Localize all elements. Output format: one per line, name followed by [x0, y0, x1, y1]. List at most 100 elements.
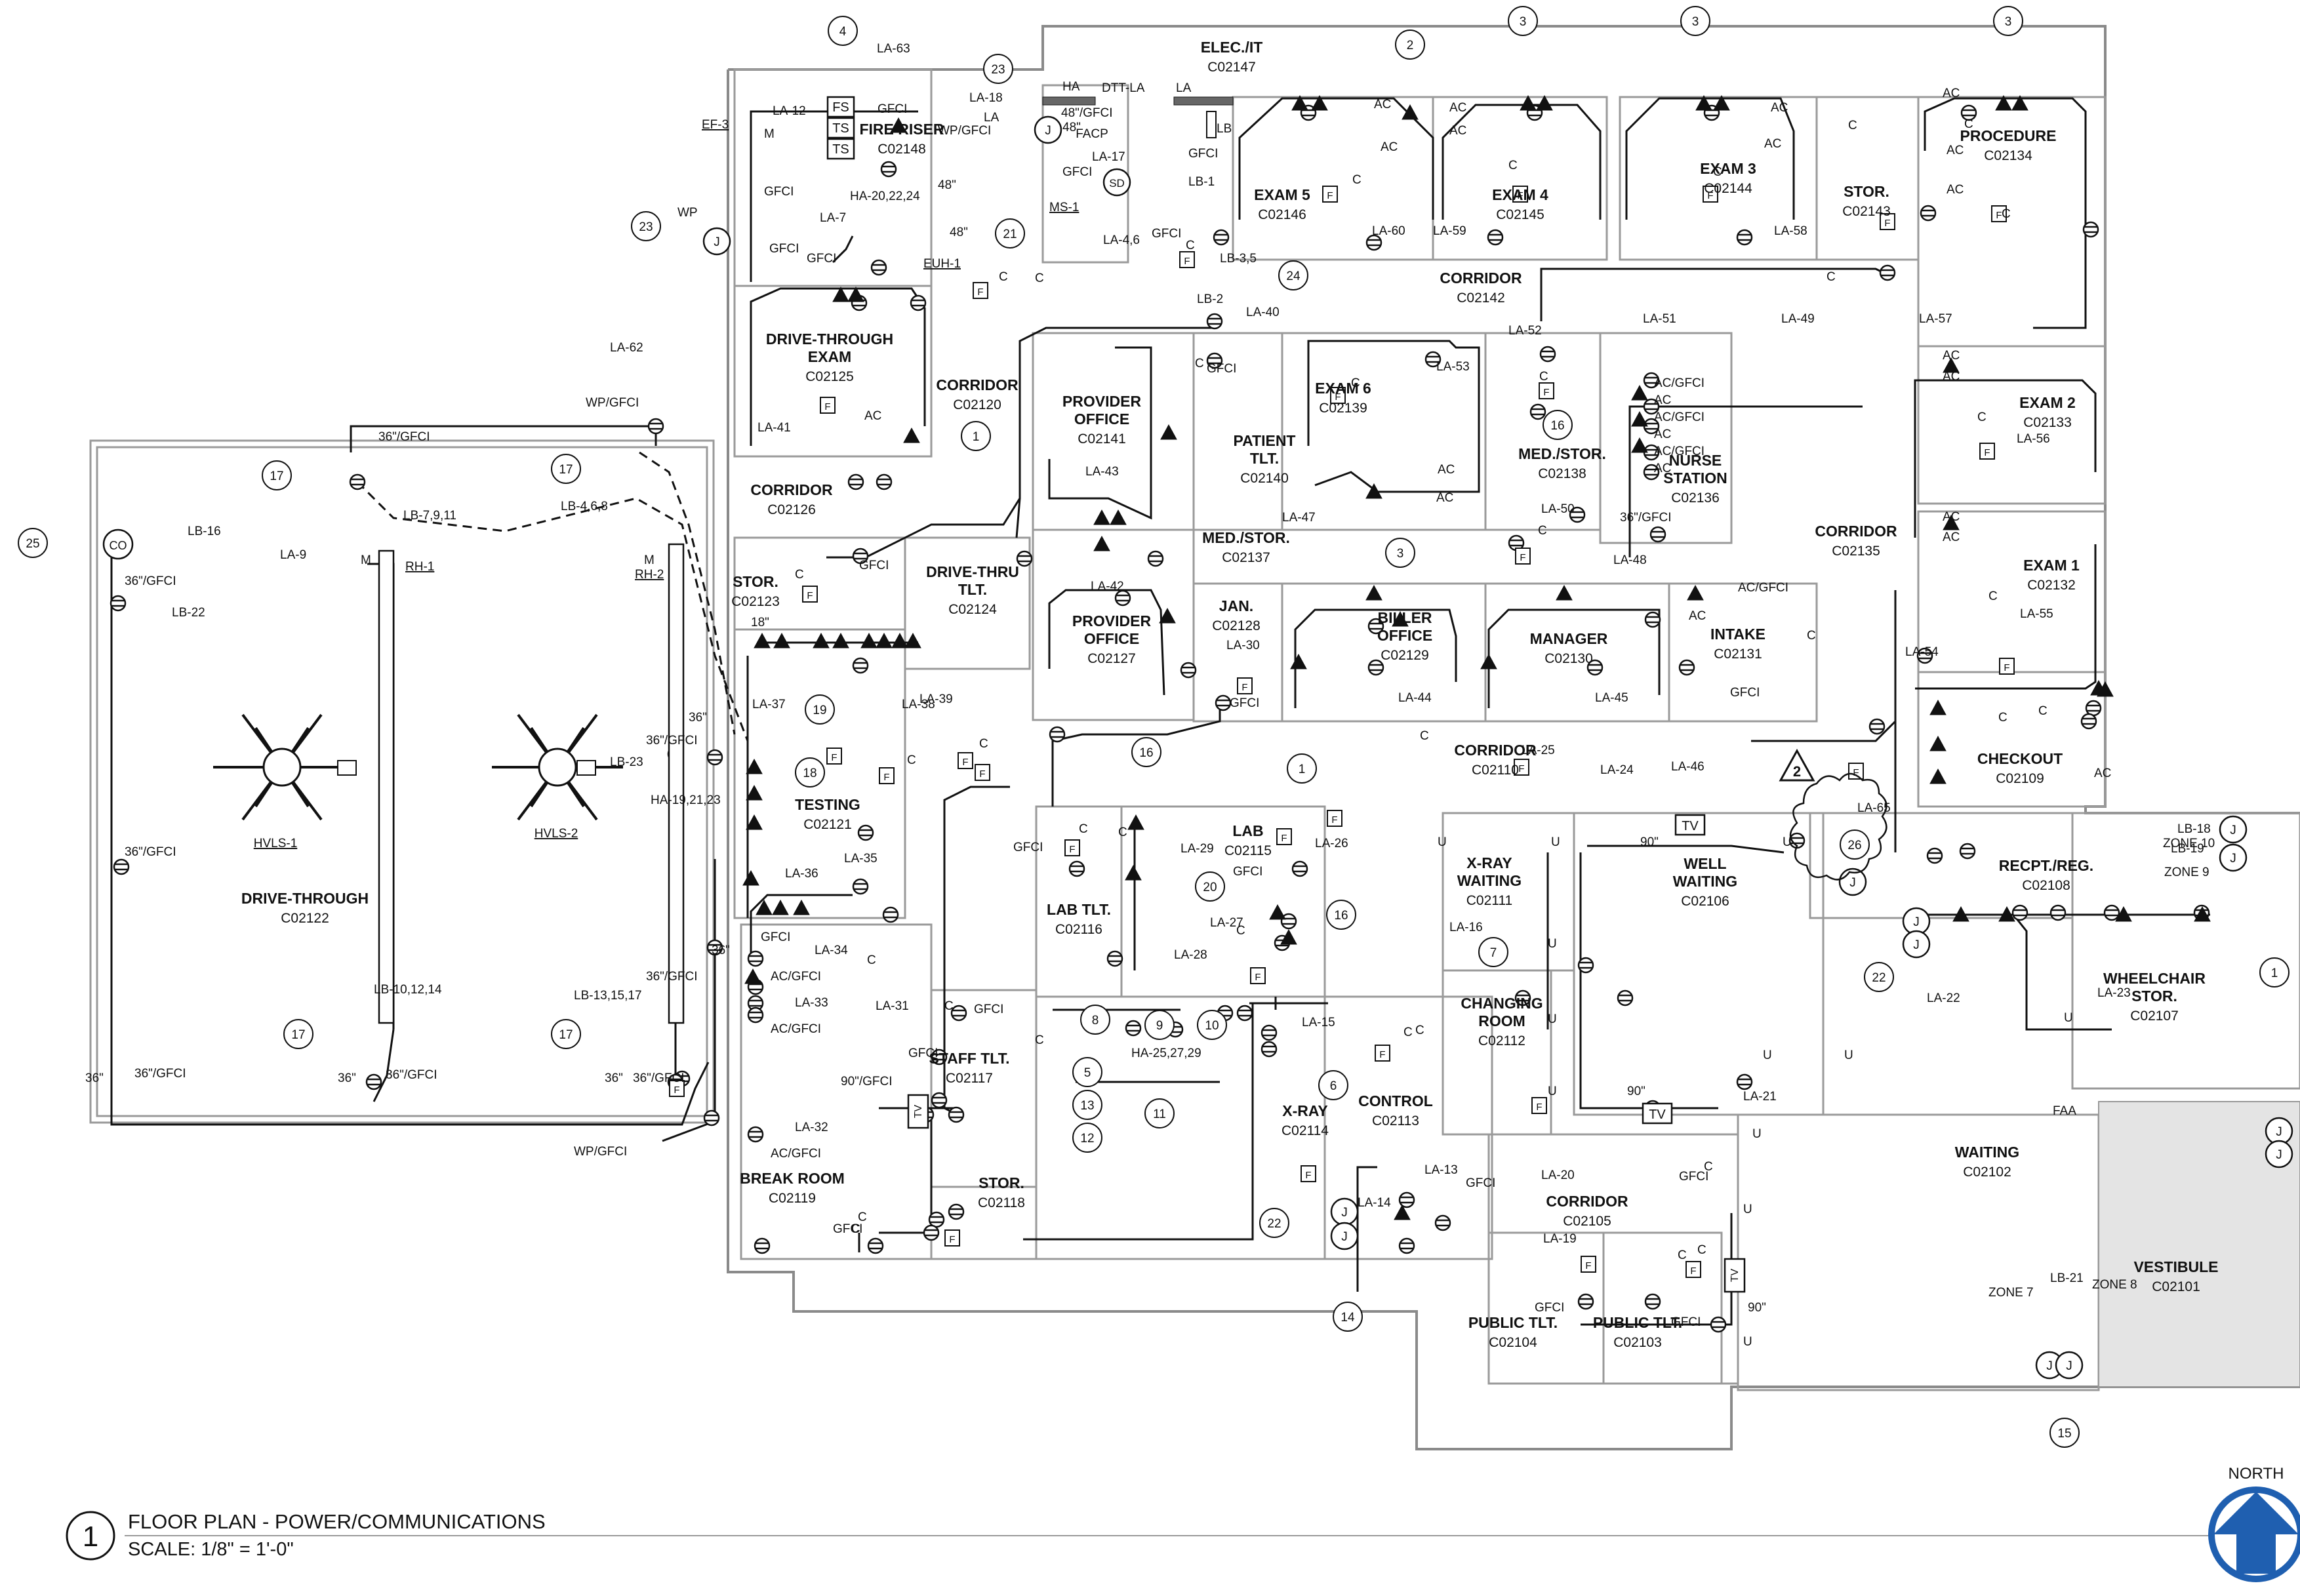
- data-outlet-icon: [746, 758, 763, 774]
- duplex-receptacle-icon: [1644, 611, 1661, 628]
- rh-1-tag: RH-1: [405, 560, 434, 574]
- room-name: TESTING: [795, 796, 860, 813]
- data-outlet-icon: [2090, 679, 2107, 696]
- duplex-receptacle-icon: [1016, 550, 1033, 567]
- junction-box-icon: J: [1034, 115, 1062, 144]
- data-outlet-icon: [1943, 357, 1960, 373]
- device-label: C: [1678, 1248, 1687, 1262]
- floor-box-icon: F: [1848, 763, 1864, 780]
- floor-box-icon: F: [958, 752, 973, 769]
- device-label: GFCI: [1730, 686, 1760, 700]
- keynote-bubble: 22: [1259, 1208, 1289, 1238]
- floor-box-icon: F: [826, 748, 842, 765]
- svg-text:CO: CO: [110, 539, 127, 552]
- dtt-la-tag: DTT-LA: [1102, 81, 1145, 95]
- duplex-receptacle-icon: [1424, 351, 1442, 368]
- duplex-receptacle-icon: [1514, 989, 1531, 1007]
- keynote-bubble: 1: [961, 421, 991, 451]
- ts-label-1: TS: [832, 121, 849, 136]
- room-name: ROOM: [1478, 1012, 1525, 1029]
- floor-box-icon: F: [1999, 658, 2015, 675]
- data-outlet-icon: [1402, 104, 1419, 120]
- room-number: C02126: [767, 502, 816, 517]
- device-label: GFCI: [1671, 1315, 1701, 1329]
- data-outlet-icon: [1687, 584, 1704, 601]
- device-label: GFCI: [1535, 1301, 1564, 1315]
- circuit-label: LA-33: [795, 996, 828, 1010]
- floor-box-label: F: [962, 757, 968, 768]
- device-label: C: [1351, 376, 1360, 390]
- room-tag: STAFF TLT.C02117: [929, 1050, 1009, 1086]
- data-outlet-icon: [744, 968, 761, 984]
- circuit-label: LA-44: [1398, 691, 1432, 705]
- duplex-receptacle-icon: [1959, 843, 1976, 860]
- device-label: C: [1415, 1024, 1424, 1037]
- room-number: C02141: [1078, 431, 1126, 447]
- data-outlet-icon: [860, 632, 878, 648]
- device-label: GFCI: [878, 102, 907, 116]
- device-label: AC/GFCI: [771, 1022, 821, 1036]
- circuit-label: LA-38: [902, 698, 935, 711]
- room-number: C02119: [769, 1191, 816, 1206]
- device-label: AC: [1947, 144, 1964, 157]
- room-number: C02138: [1538, 466, 1586, 481]
- floor-box-label: F: [807, 590, 813, 601]
- room-name: BILLER: [1377, 609, 1432, 626]
- keynote-number: 1: [1299, 763, 1306, 776]
- duplex-receptacle-icon: [1529, 403, 1546, 420]
- fs-label: FS: [832, 100, 849, 115]
- floor-box-label: F: [831, 752, 837, 763]
- data-outlet-icon: [1995, 94, 2012, 111]
- keynote-bubble: 16: [1543, 410, 1573, 440]
- keynote-bubble: 18: [795, 757, 825, 788]
- device-label: AC/GFCI: [1654, 376, 1705, 390]
- device-label: U: [1551, 835, 1560, 849]
- keynote-bubble: 16: [1131, 737, 1161, 767]
- device-label: C: [1035, 271, 1044, 285]
- device-label: AC: [864, 409, 881, 423]
- device-label: AC/GFCI: [1738, 581, 1788, 595]
- circuit-label: LA-30: [1226, 639, 1260, 652]
- keynote-bubble: 5: [1072, 1057, 1102, 1087]
- room-name: PROVIDER: [1062, 393, 1142, 410]
- keynote-number: 1: [973, 430, 980, 444]
- keynote-bubble: 3: [1680, 6, 1710, 36]
- room-name: STOR.: [2131, 988, 2177, 1005]
- room-name: PROVIDER: [1072, 612, 1152, 629]
- circuit-label: LA-54: [1905, 645, 1939, 659]
- duplex-receptacle-icon: [2103, 904, 2120, 921]
- room-name: STOR.: [1844, 183, 1889, 200]
- ts-label-2: TS: [832, 142, 849, 157]
- floor-box-icon: F: [1301, 1165, 1316, 1182]
- keynote-number: 7: [1490, 946, 1497, 960]
- hvls-fan-1-icon: [213, 713, 357, 821]
- keynote-number: 25: [26, 537, 39, 551]
- floor-box-label: F: [977, 287, 983, 298]
- keynote-bubble: 2: [1395, 30, 1425, 60]
- device-label: AC: [1771, 101, 1788, 115]
- device-label: AC: [1943, 510, 1960, 524]
- data-outlet-icon: [876, 632, 893, 648]
- duplex-receptacle-icon: [113, 858, 130, 875]
- data-outlet-icon: [890, 117, 907, 133]
- device-label: U: [1752, 1127, 1762, 1141]
- circuit-label: LB-22: [172, 606, 205, 620]
- floor-box-icon: F: [669, 1080, 685, 1097]
- junction-label: J: [2276, 1148, 2282, 1162]
- device-label: GFCI: [769, 242, 799, 256]
- keynote-number: 17: [559, 1028, 573, 1042]
- device-label: GFCI: [1466, 1176, 1495, 1190]
- circuit-label: LA-35: [844, 852, 878, 866]
- tv-label-1: TV: [1682, 819, 1699, 833]
- device-label: AC: [2094, 767, 2111, 780]
- circuit-label: LA-9: [280, 548, 306, 562]
- data-outlet-icon: [746, 814, 763, 830]
- device-label: ZONE 8: [2092, 1278, 2137, 1292]
- floor-box-label: F: [2004, 662, 2009, 673]
